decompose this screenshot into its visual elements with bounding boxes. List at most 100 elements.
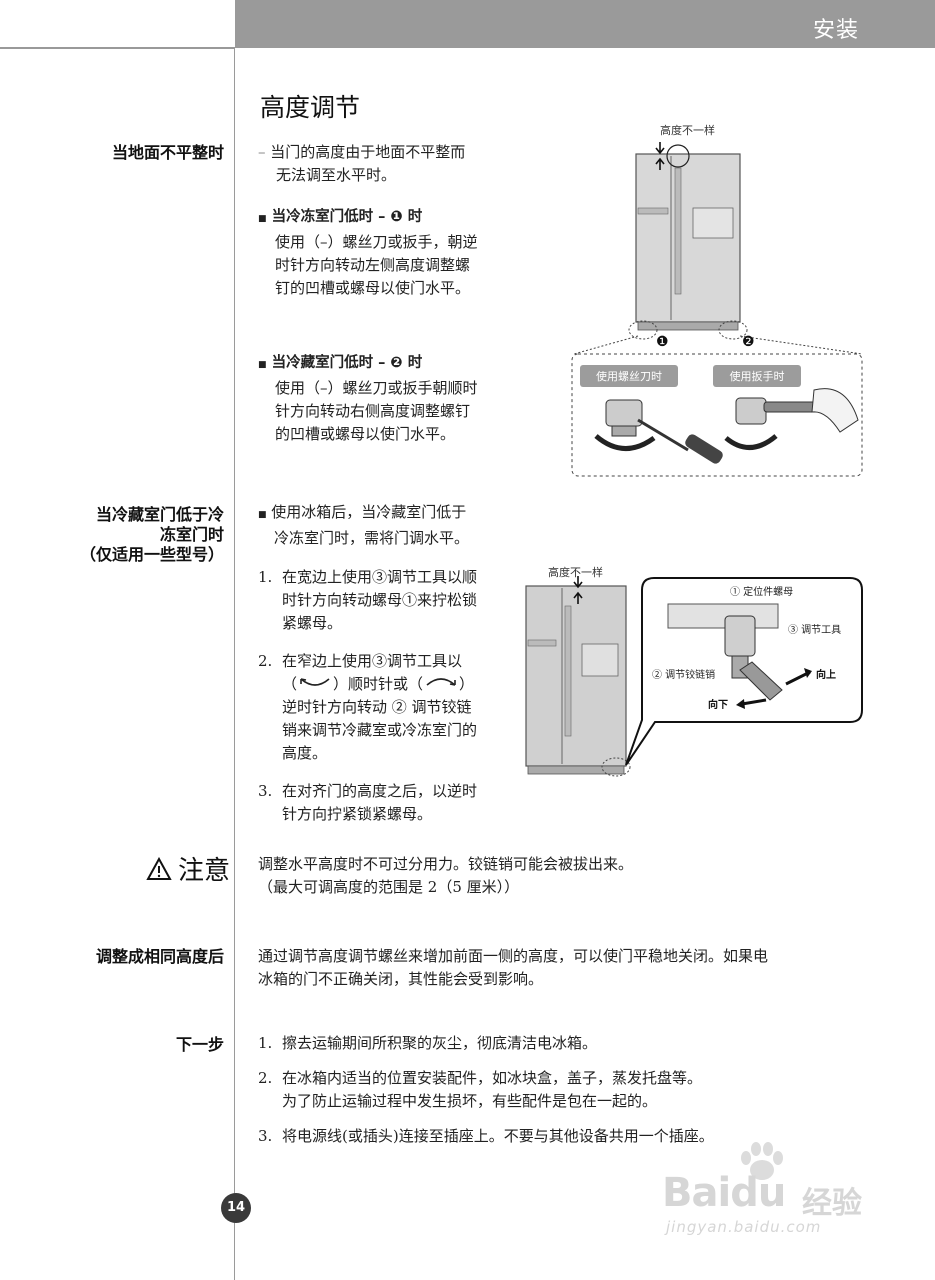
watermark-brand: Baidu [662,1170,786,1216]
dispenser [692,207,734,239]
step-number: 1. [258,568,273,586]
step-item: 1. 在宽边上使用③调节工具以顺 时针方向转动螺母①来拧松锁 紧螺母。 [258,566,528,635]
marker-2: ❷ [742,334,755,350]
height-diff-label: 高度不一样 [548,565,603,579]
leg-right-highlight [718,320,748,340]
handle [674,167,682,295]
header-bar [235,0,935,48]
watermark-cn: 经验 [802,1186,862,1221]
freezer-low-line: 使用（–）螺丝刀或扳手，朝逆 [275,233,478,251]
step-line: 在宽边上使用③调节工具以顺 [282,568,478,586]
paren: （ [282,675,298,693]
down-label: 向下 [708,698,728,711]
fridge-low-line: 针方向转动右侧高度调整螺钉 [275,402,471,420]
step-number: 1. [258,1034,273,1052]
counterclockwise-arrow-icon [426,678,456,686]
same-height-text: 通过调节高度调节螺丝来增加前面一侧的高度，可以使门平稳地关闭。如果电 冰箱的门不… [258,945,878,991]
caution-line: 调整水平高度时不可过分用力。铰链销可能会被拔出来。 [258,855,634,873]
next-step-item: 2. 在冰箱内适当的位置安装配件，如冰块盒，盖子，蒸发托盘等。 为了防止运输过程… [258,1067,878,1113]
hinge-highlight [601,757,631,777]
arrow-down-icon [655,142,665,155]
page-title: 高度调节 [260,93,361,122]
brand-part: du [730,1170,786,1216]
label-line: 当冷藏室门低于冷 [95,505,224,524]
intro-dash: – [258,143,266,161]
leader [573,335,639,355]
clockwise-arrow-icon [300,678,330,686]
callout-hinge-pin: ② 调节铰链销 [652,668,715,681]
step-line: 高度。 [282,744,328,762]
hinge-bracket [667,603,779,629]
step-item: 2. 在窄边上使用③调节工具以 （）顺时针或（） 逆时针方向转动 ② 调节铰链 … [258,650,528,765]
margin-rule [234,48,235,1280]
step-line: 为了防止运输过程中发生损坏，有些配件是包在一起的。 [282,1092,658,1110]
arrow-up-icon [655,157,665,170]
intro-line: 无法调至水平时。 [276,166,397,184]
leg-left-highlight [628,320,658,340]
hinge-figure: 高度不一样 ① 定位件螺母 ③ 调节工具 ② 调节铰链销 向上 向下 [525,565,863,777]
next-step-label: 下一步 [175,1035,224,1054]
step-line-mid: ）顺时针或（ [333,675,424,693]
freezer-low-line: 时针方向转动左侧高度调整螺 [275,256,471,274]
step-line: 销来调节冷藏室或冷冻室门的 [282,721,478,739]
next-step-item: 1. 擦去运输期间所积聚的灰尘，彻底清洁电冰箱。 [258,1032,878,1055]
up-label: 向上 [816,668,836,681]
arrow-head [736,699,745,709]
next-step-list: 1. 擦去运输期间所积聚的灰尘，彻底清洁电冰箱。 2. 在冰箱内适当的位置安装配… [258,1032,878,1148]
hand-icon [811,388,859,433]
screwdriver-icon [685,434,723,464]
leveling-screw-left [605,399,643,427]
arrow-up-icon [573,591,583,604]
leveling-screw-right [735,397,767,425]
step-line: 针方向拧紧锁紧螺母。 [282,805,433,823]
screwdriver-shaft [637,418,689,452]
page-number: 14 [221,1193,251,1223]
locating-nut [724,615,756,657]
adjust-tool-icon [739,661,783,701]
brand-part: Bai [662,1170,731,1216]
same-height-line: 通过调节高度调节螺丝来增加前面一侧的高度，可以使门平稳地关闭。如果电 [258,947,769,965]
caution-label: 注意 [146,850,230,887]
intro-line: 当门的高度由于地面不平整而 [270,143,466,161]
screwdriver-label: 使用螺丝刀时 [596,370,662,383]
section-title: 安装 [812,18,859,43]
arrow-head [804,668,812,678]
fridge-base [637,321,739,331]
step-line: 逆时针方向转动 ② 调节铰链 [282,698,472,716]
rotate-arrow-icon [724,434,778,450]
fridge-low-block: ■ 当冷藏室门低时 – ❷ 时 使用（–）螺丝刀或扳手朝顺时 针方向转动右侧高度… [258,352,528,446]
fridge-low-line: 的凹槽或螺母以使门水平。 [275,425,456,443]
caution-title: 注意 [177,856,230,886]
step-item: 3. 在对齐门的高度之后，以逆时 针方向拧紧锁紧螺母。 [258,780,528,826]
arrow-down-left-icon [741,698,767,706]
fridge-lower-label: 当冷藏室门低于冷 冻室门时 （仅适用一些型号） [80,505,224,565]
callout-locating-nut: ① 定位件螺母 [730,585,793,598]
fridge-lower-steps: 1. 在宽边上使用③调节工具以顺 时针方向转动螺母①来拧松锁 紧螺母。 2. 在… [258,566,528,826]
callout-adjust-tool: ③ 调节工具 [788,624,841,636]
baidu-watermark: Baidu 经验 jingyan.baidu.com [662,1140,882,1240]
freezer-low-block: ■ 当冷冻室门低时 – ❶ 时 使用（–）螺丝刀或扳手，朝逆 时针方向转动左侧高… [258,206,528,300]
handle [637,207,669,215]
screwdriver-tag [580,365,678,387]
uneven-floor-label: 当地面不平整时 [111,143,224,162]
step-line: 紧螺母。 [282,614,343,632]
next-step-item: 3. 将电源线(或插头)连接至插座上。不要与其他设备共用一个插座。 [258,1125,878,1148]
caution-text: 调整水平高度时不可过分用力。铰链销可能会被拔出来。 （最大可调高度的范围是 2（… [258,853,878,899]
freezer-low-heading: 当冷冻室门低时 – ❶ 时 [271,209,423,225]
freezer-low-line: 钉的凹槽或螺母以使门水平。 [275,279,471,297]
step-number: 2. [258,1069,273,1087]
step-line: （ ）顺时针或（ ） [282,673,528,696]
handle [527,639,557,647]
screw-nut [611,425,637,437]
intro-line: 冷冻室门时，需将门调水平。 [274,529,470,547]
paren: ） [459,675,475,693]
detail-box [571,353,863,477]
step-number: 3. [258,1127,273,1145]
step-line: 在窄边上使用③调节工具以 [282,652,463,670]
step-line: 时针方向转动螺母①来拧松锁 [282,591,478,609]
rotate-arrow-icon [594,434,656,451]
watermark-url: jingyan.baidu.com [666,1218,822,1236]
wrench-tag [713,365,801,387]
step-number: 3. [258,782,273,800]
handle [564,605,572,737]
